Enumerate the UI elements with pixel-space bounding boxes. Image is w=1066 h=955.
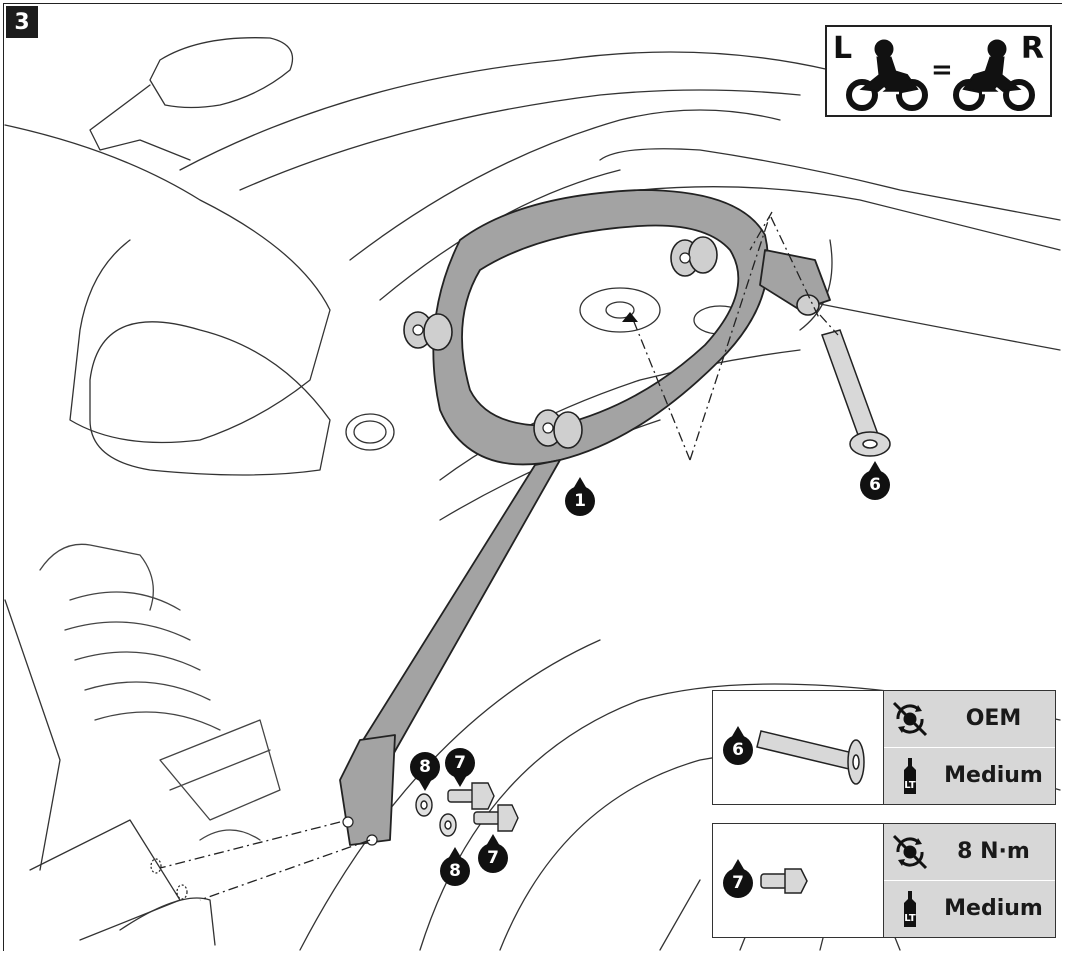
bolt-7-upper <box>447 782 495 810</box>
threadlock-bottle-icon: LT <box>904 757 916 794</box>
motorcycle-right-icon <box>953 39 1035 111</box>
torque-wrench-icon <box>892 834 928 869</box>
torque-row: OEM <box>884 691 1055 748</box>
torque-row: 8 N·m <box>884 824 1055 881</box>
threadlock-label: LT <box>904 780 916 791</box>
torque-value: 8 N·m <box>957 839 1030 865</box>
torque-wrench-icon <box>892 701 928 736</box>
callout-part-7-lower: 7 <box>478 834 508 873</box>
seat-outline <box>599 148 1061 221</box>
spec-callout-part-6: 6 <box>723 726 753 765</box>
threadlock-value: Medium <box>944 896 1043 922</box>
threadlock-row: LT Medium <box>884 747 1055 804</box>
side-panel-outline <box>89 321 331 476</box>
callout-part-8-lower: 8 <box>440 847 470 886</box>
part-6-illustration: 6 <box>713 691 885 804</box>
threadlock-label: LT <box>904 913 916 924</box>
orientation-box: L R = <box>825 25 1052 117</box>
left-label: L <box>833 31 853 66</box>
motorcycle-left-icon <box>846 39 928 111</box>
bolt-6 <box>821 329 891 457</box>
fuel-tank-outline <box>4 124 331 444</box>
threadlock-row: LT Medium <box>884 880 1055 937</box>
bolt-7-icon <box>760 868 808 894</box>
motorcycle-icons <box>846 39 1035 111</box>
threadlock-bottle-icon: LT <box>904 890 916 927</box>
bolt-7-lower <box>473 804 519 832</box>
mirror-outline <box>149 37 294 109</box>
spec-values-part-7: 8 N·m LT Medium <box>883 824 1055 937</box>
spec-values-part-6: OEM LT Medium <box>883 691 1055 804</box>
spec-box-part-7: 7 8 N·m LT <box>712 823 1056 938</box>
equals-sign: = <box>931 55 953 85</box>
callout-part-6: 6 <box>860 461 890 500</box>
spec-callout-part-7: 7 <box>723 859 753 898</box>
pin-6-icon <box>756 730 865 785</box>
callout-part-1: 1 <box>565 477 595 516</box>
washer-lower <box>439 813 457 837</box>
shock-absorber <box>39 543 281 841</box>
pannier-frame <box>339 189 831 846</box>
threadlock-value: Medium <box>944 763 1043 789</box>
washer-upper <box>415 793 433 817</box>
callout-part-7-upper: 7 <box>445 748 475 787</box>
right-label: R <box>1020 31 1044 66</box>
step-number: 3 <box>6 6 38 38</box>
torque-value: OEM <box>965 706 1022 732</box>
callout-part-8-upper: 8 <box>410 752 440 791</box>
diagram-frame <box>3 3 1062 951</box>
spec-box-part-6: 6 OEM LT <box>712 690 1056 805</box>
part-7-illustration: 7 <box>713 824 885 937</box>
